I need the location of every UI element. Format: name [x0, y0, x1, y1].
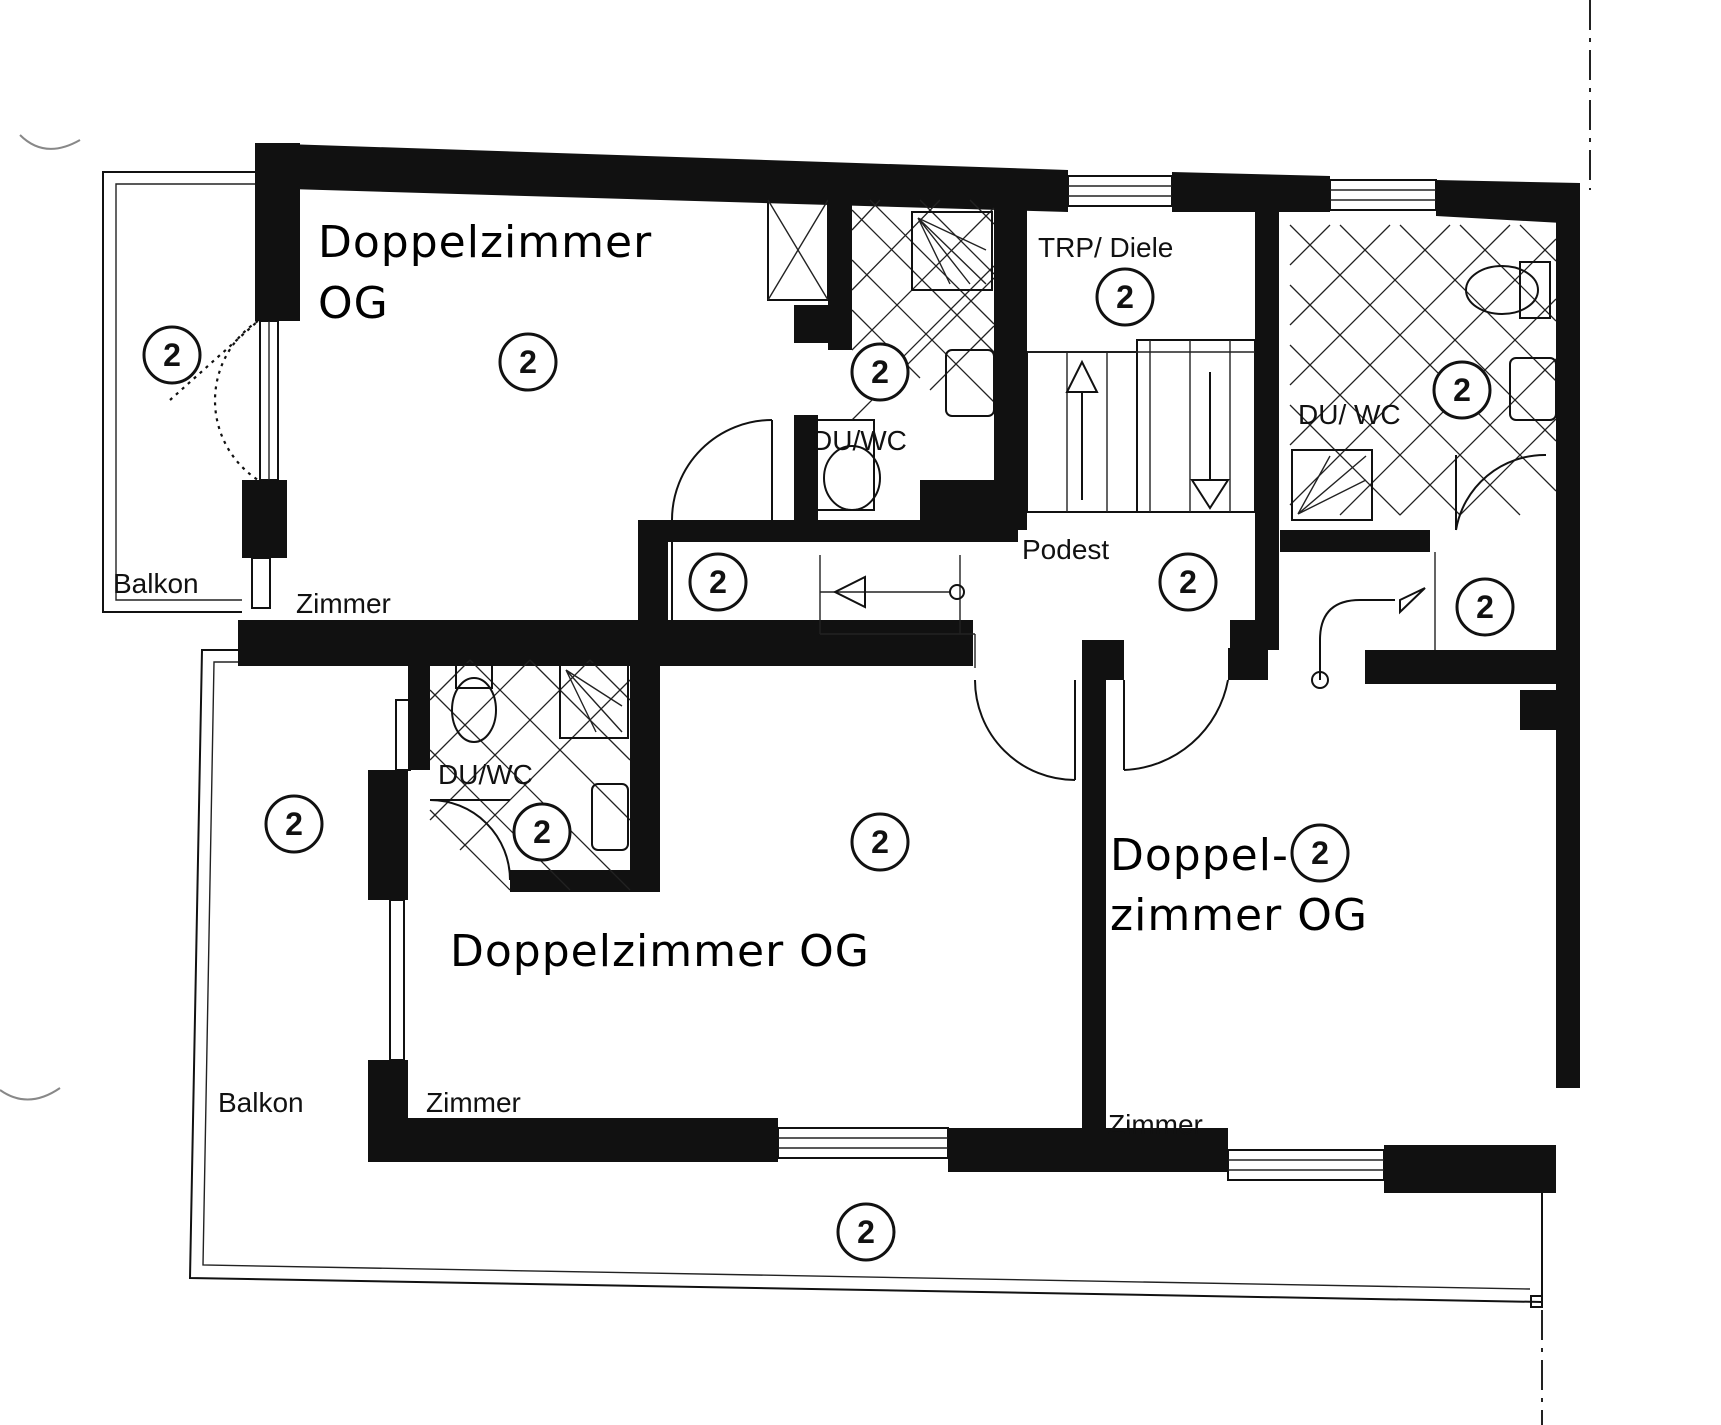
- hall-right-guide: [1311, 552, 1436, 689]
- bath-top-tiles: [815, 199, 995, 511]
- binder-hole-bottom: [0, 1087, 61, 1101]
- door-swing-bath-right: [1455, 453, 1547, 531]
- label-du-wc-right: DU/ WC: [1298, 399, 1401, 430]
- window-top-right: [1329, 179, 1437, 211]
- balcony-bottom-outline: [188, 649, 1543, 1308]
- badge-trp-diele: 2: [1095, 267, 1155, 327]
- badge-balkon-left: 2: [264, 794, 324, 854]
- badge-balkon-bottom: 2: [836, 1202, 896, 1262]
- svg-text:2: 2: [1116, 279, 1134, 315]
- stair-flights: [1026, 339, 1256, 513]
- balcony-top-left-outline: [102, 171, 258, 613]
- badge-hall-right: 2: [1455, 577, 1515, 637]
- svg-text:2: 2: [1311, 835, 1329, 871]
- badge-bath-middle: 2: [512, 802, 572, 862]
- label-zimmer-top: Zimmer: [296, 588, 391, 619]
- room-title-right-line1: Doppel-: [1110, 830, 1289, 881]
- label-balkon-top: Balkon: [113, 568, 199, 599]
- window-left-top-room: [251, 320, 279, 609]
- door-swing-bath-middle: [429, 799, 511, 881]
- wall-bath-top: [638, 170, 1018, 630]
- wall-bath-right: [1280, 183, 1580, 1088]
- label-du-wc-middle: DU/WC: [438, 759, 533, 790]
- door-swing-middle-room: [974, 679, 1076, 781]
- window-right-room-bottom: [1227, 1149, 1385, 1181]
- svg-text:2: 2: [709, 564, 727, 600]
- badge-podest: 2: [1158, 552, 1218, 612]
- svg-text:2: 2: [1179, 564, 1197, 600]
- room-title-right-line2: zimmer OG: [1110, 890, 1368, 941]
- window-middle-room-bottom: [777, 1127, 949, 1159]
- room-title-top-left-line1: Doppelzimmer: [318, 217, 652, 268]
- badge-room-top-left: 2: [498, 332, 558, 392]
- room-title-middle: Doppelzimmer OG: [450, 926, 870, 977]
- label-trp-diele: TRP/ Diele: [1038, 232, 1173, 263]
- window-top-hall: [1067, 175, 1173, 207]
- binder-hole-top: [19, 134, 81, 150]
- wall-left-top-room: [242, 143, 300, 558]
- label-du-wc-top: DU/WC: [812, 425, 907, 456]
- svg-text:2: 2: [163, 337, 181, 373]
- wall-right-room: [1384, 690, 1556, 1193]
- svg-text:2: 2: [519, 344, 537, 380]
- svg-text:2: 2: [285, 806, 303, 842]
- badge-bath-top: 2: [850, 342, 910, 402]
- bath-right-tiles: [1289, 224, 1557, 521]
- badge-room-right: 2: [1290, 823, 1350, 883]
- badge-bath-right: 2: [1432, 360, 1492, 420]
- svg-text:2: 2: [1476, 589, 1494, 625]
- svg-text:2: 2: [871, 354, 889, 390]
- stair-walls: [1005, 200, 1279, 650]
- label-zimmer-right: Zimmer: [1108, 1109, 1203, 1140]
- bath-middle: [408, 650, 631, 891]
- podest-guide: [819, 555, 976, 668]
- room-title-top-left-line2: OG: [318, 278, 389, 329]
- door-swing-right-room: [1123, 679, 1229, 771]
- wall-middle-room: [368, 640, 1228, 1172]
- badge-hall-left: 2: [688, 552, 748, 612]
- svg-text:2: 2: [857, 1214, 875, 1250]
- badge-balkon-top: 2: [142, 325, 202, 385]
- svg-text:2: 2: [1453, 372, 1471, 408]
- label-balkon-bottom: Balkon: [218, 1087, 304, 1118]
- door-swing-hall-left: [671, 419, 773, 620]
- label-zimmer-middle: Zimmer: [426, 1087, 521, 1118]
- label-podest: Podest: [1022, 534, 1109, 565]
- svg-text:2: 2: [533, 814, 551, 850]
- wall-top: [255, 143, 1580, 224]
- wall-middle-horizontal: [238, 620, 1565, 684]
- svg-text:2: 2: [871, 824, 889, 860]
- door-swing-left-balkon: [169, 320, 259, 481]
- badge-room-middle: 2: [850, 812, 910, 872]
